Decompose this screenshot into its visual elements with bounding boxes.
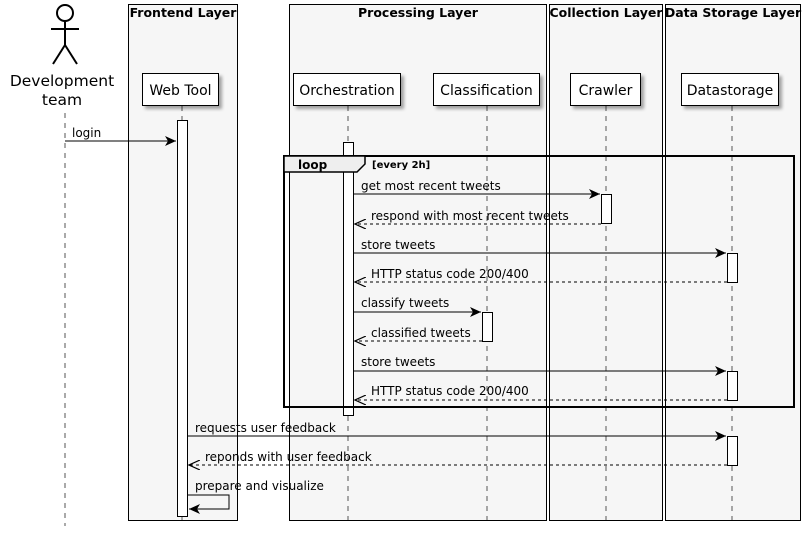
participant-classification-label: Classification — [440, 83, 533, 99]
message-http1-label: HTTP status code 200/400 — [371, 267, 529, 281]
participant-datastorage: Datastorage — [681, 73, 779, 106]
message-http-status-2: HTTP status code 200/400 — [355, 384, 727, 400]
activation-classification — [482, 312, 493, 342]
stick-figure-icon — [51, 4, 79, 65]
message-classify-tweets: classify tweets — [354, 296, 481, 317]
message-store2-label: store tweets — [361, 355, 435, 369]
activation-datastorage-1 — [727, 253, 738, 283]
message-requests-user-feedback: requests user feedback — [188, 421, 726, 441]
participant-webtool: Web Tool — [142, 73, 219, 106]
message-login: login — [65, 126, 176, 146]
message-store-tweets-1: store tweets — [354, 238, 726, 258]
activation-orchestration — [343, 142, 354, 416]
message-requests-feedback-label: requests user feedback — [195, 421, 336, 435]
loop-keyword: loop — [298, 158, 328, 172]
message-prepare-label: prepare and visualize — [195, 479, 324, 493]
loop-frame: loop [every 2h] — [283, 155, 795, 408]
message-http-status-1: HTTP status code 200/400 — [355, 267, 727, 282]
participant-datastorage-label: Datastorage — [687, 83, 774, 99]
participant-orchestration: Orchestration — [293, 73, 401, 106]
message-login-label: login — [72, 126, 101, 140]
activation-bars — [177, 120, 738, 517]
message-get-recent-tweets: get most recent tweets — [354, 179, 600, 199]
activation-datastorage-3 — [727, 436, 738, 466]
actor-label-line1: Development — [10, 72, 114, 90]
participant-orchestration-label: Orchestration — [299, 83, 395, 99]
frontend-layer-title: Frontend Layer — [130, 5, 238, 20]
participant-webtool-label: Web Tool — [149, 83, 211, 99]
message-reponds-user-feedback: reponds with user feedback — [189, 450, 727, 465]
message-classified-tweets: classified tweets — [355, 326, 482, 341]
actor-development-team: Development team — [10, 4, 114, 109]
message-get-recent-label: get most recent tweets — [361, 179, 501, 193]
message-classify-label: classify tweets — [361, 296, 449, 310]
message-store1-label: store tweets — [361, 238, 435, 252]
activation-crawler — [601, 194, 612, 224]
message-http2-label: HTTP status code 200/400 — [371, 384, 529, 398]
processing-layer-title: Processing Layer — [358, 5, 479, 20]
participant-crawler: Crawler — [570, 73, 641, 106]
collection-layer-title: Collection Layer — [549, 5, 663, 20]
message-reponds-feedback-label: reponds with user feedback — [205, 450, 372, 464]
message-prepare-and-visualize: prepare and visualize — [188, 479, 324, 514]
participant-classification: Classification — [433, 73, 540, 106]
message-respond-recent-label: respond with most recent tweets — [371, 209, 569, 223]
storage-layer-title: Data Storage Layer — [665, 5, 802, 20]
actor-label-line2: team — [42, 91, 82, 109]
message-respond-recent-tweets: respond with most recent tweets — [355, 209, 601, 224]
activation-webtool — [177, 120, 188, 517]
loop-condition: [every 2h] — [372, 160, 430, 171]
activation-datastorage-2 — [727, 371, 738, 401]
participant-crawler-label: Crawler — [579, 83, 633, 99]
message-store-tweets-2: store tweets — [354, 355, 726, 376]
message-classified-label: classified tweets — [371, 326, 471, 340]
